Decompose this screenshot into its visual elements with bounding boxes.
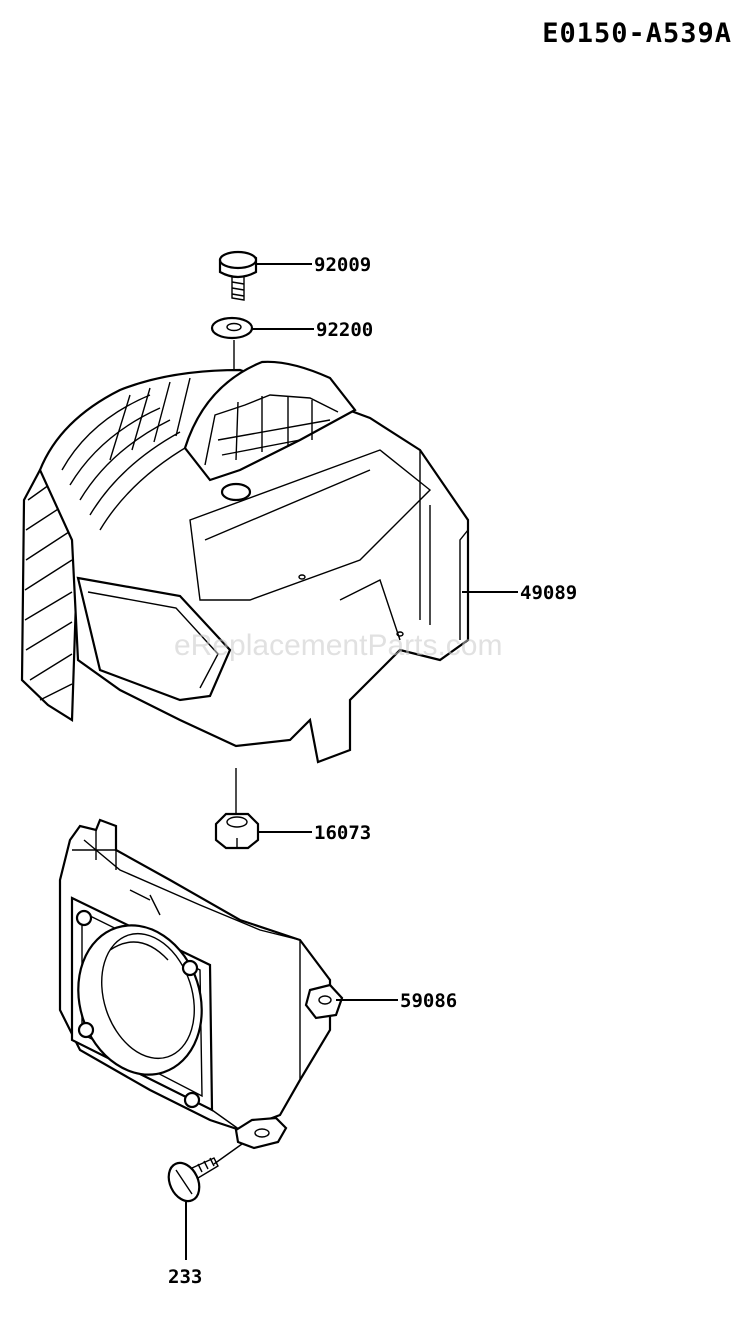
part-number-16073[interactable]: 16073 xyxy=(314,822,371,844)
nut-16073-drawing[interactable] xyxy=(214,812,260,850)
washer-92200-drawing[interactable] xyxy=(210,316,254,340)
assembly-line-bottom xyxy=(213,1143,243,1165)
diagram-code: E0150-A539A xyxy=(542,18,732,49)
watermark: eReplacementParts.com xyxy=(174,629,502,662)
bolt-92009-drawing[interactable] xyxy=(218,250,258,301)
bolt-233-drawing[interactable] xyxy=(163,1157,219,1206)
cover-49089-drawing[interactable] xyxy=(20,360,470,764)
shroud-59086-drawing[interactable] xyxy=(58,818,344,1150)
part-number-233[interactable]: 233 xyxy=(168,1266,202,1288)
part-number-59086[interactable]: 59086 xyxy=(400,990,457,1012)
part-number-92009[interactable]: 92009 xyxy=(314,254,371,276)
part-number-92200[interactable]: 92200 xyxy=(316,319,373,341)
part-number-49089[interactable]: 49089 xyxy=(520,582,577,604)
